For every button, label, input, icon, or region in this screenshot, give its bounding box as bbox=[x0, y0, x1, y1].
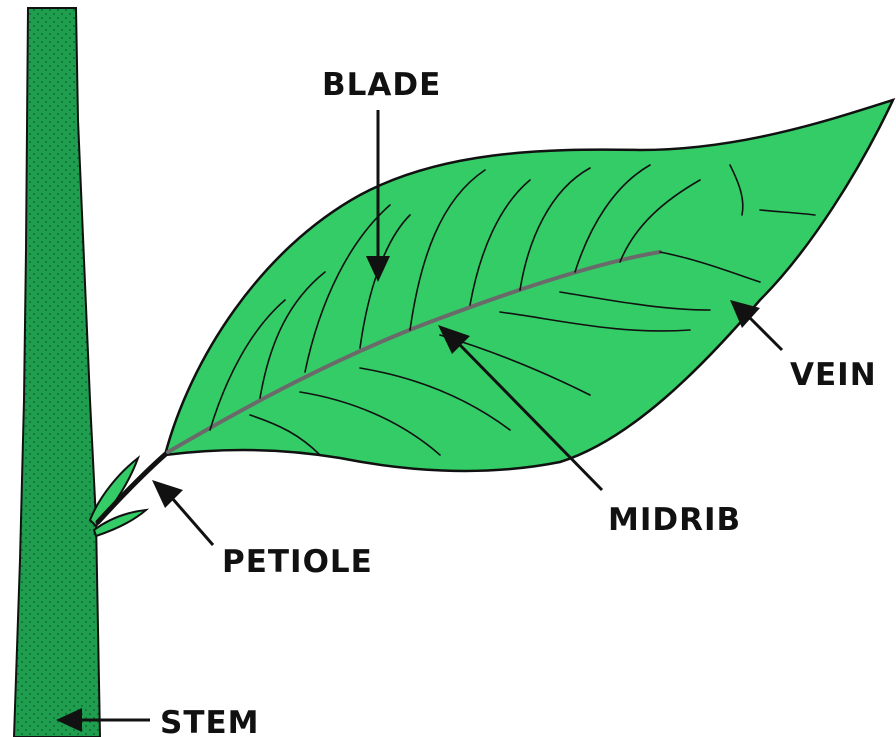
midrib-label: MIDRIB bbox=[608, 502, 741, 538]
petiole-label: PETIOLE bbox=[222, 544, 373, 580]
blade-label: BLADE bbox=[322, 67, 441, 103]
vein-label: VEIN bbox=[790, 357, 877, 393]
petiole-arrow bbox=[152, 480, 213, 545]
stem-shape bbox=[14, 8, 100, 737]
stem-label: STEM bbox=[160, 705, 260, 737]
